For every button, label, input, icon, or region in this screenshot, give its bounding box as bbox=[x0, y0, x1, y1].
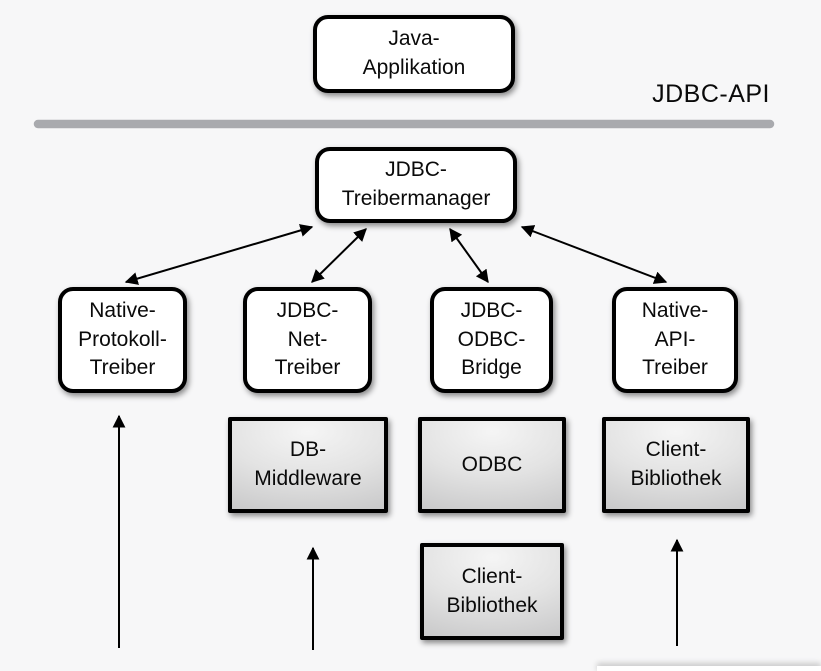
node-client-bibliothek-right-label: Client- Bibliothek bbox=[630, 438, 722, 490]
node-java-applikation-label: Java- Applikation bbox=[362, 27, 466, 79]
node-native-protokoll-treiber-label: Native- Protokoll- Treiber bbox=[78, 298, 167, 380]
jdbc-api-label: JDBC-API bbox=[652, 80, 770, 108]
node-jdbc-odbc-bridge-label: JDBC- ODBC- Bridge bbox=[457, 298, 526, 380]
edge-manager-native-api bbox=[520, 225, 668, 284]
edge-manager-native-protokoll bbox=[124, 224, 314, 285]
node-odbc: ODBC bbox=[418, 417, 566, 513]
node-client-bibliothek-bottom-label: Client- Bibliothek bbox=[446, 564, 538, 617]
edge-manager-jdbc-net bbox=[311, 228, 367, 283]
node-jdbc-net-treiber-label: JDBC- Net- Treiber bbox=[274, 298, 341, 380]
node-native-protokoll-treiber: Native- Protokoll- Treiber bbox=[58, 287, 187, 393]
edge-manager-jdbc-odbc bbox=[449, 227, 489, 284]
node-java-applikation: Java- Applikation bbox=[313, 15, 515, 93]
node-jdbc-treibermanager: JDBC- Treibermanager bbox=[315, 147, 517, 223]
cutoff-white-box bbox=[597, 666, 821, 671]
node-client-bibliothek-bottom: Client- Bibliothek bbox=[420, 543, 564, 640]
node-native-api-treiber-label: Native- API- Treiber bbox=[641, 298, 709, 380]
node-jdbc-treibermanager-label: JDBC- Treibermanager bbox=[341, 158, 491, 210]
node-db-middleware-label: DB- Middleware bbox=[254, 438, 362, 490]
node-odbc-label: ODBC bbox=[461, 452, 523, 476]
node-native-api-treiber: Native- API- Treiber bbox=[612, 287, 738, 393]
node-jdbc-net-treiber: JDBC- Net- Treiber bbox=[243, 287, 372, 393]
node-db-middleware: DB- Middleware bbox=[228, 417, 388, 513]
node-jdbc-odbc-bridge: JDBC- ODBC- Bridge bbox=[430, 287, 553, 393]
node-client-bibliothek-right: Client- Bibliothek bbox=[602, 417, 750, 513]
